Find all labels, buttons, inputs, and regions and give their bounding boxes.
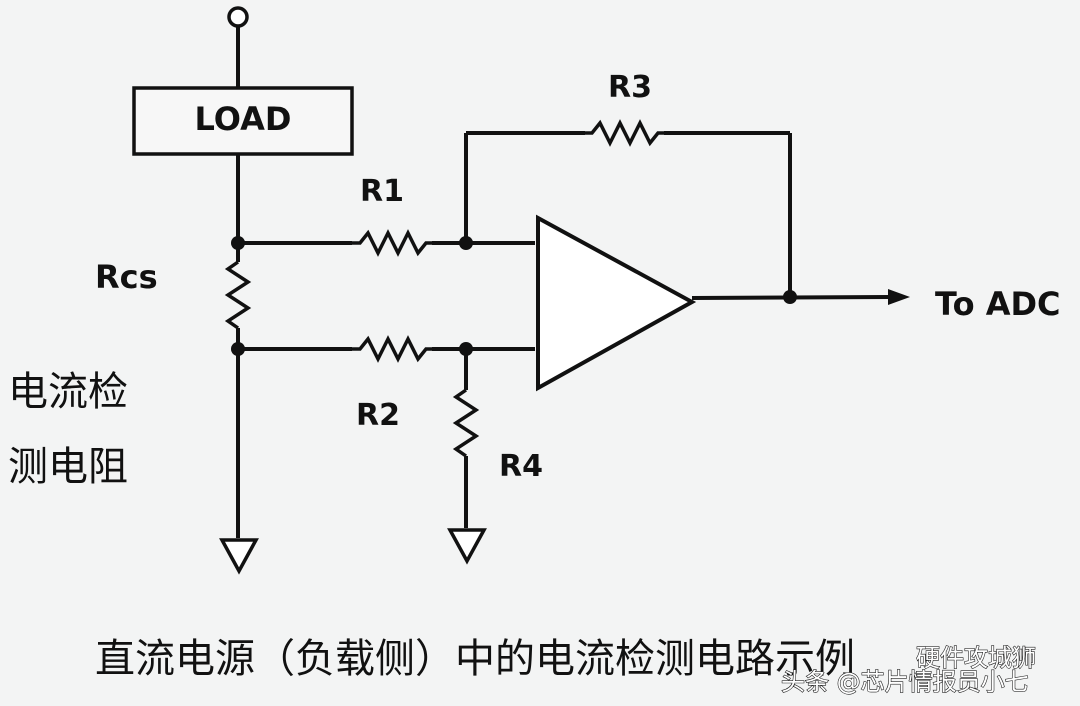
op-amp bbox=[536, 214, 697, 392]
figure-caption: 直流电源（负载侧）中的电流检测电路示例 bbox=[95, 636, 855, 682]
sense-resistor-label-line1: 电流检 bbox=[8, 369, 128, 415]
junction-dot bbox=[783, 290, 797, 304]
r2-label: R2 bbox=[356, 398, 400, 433]
ground-symbol-left bbox=[219, 538, 259, 575]
watermark-left: 头条 @芯片情报员小七 bbox=[781, 668, 1029, 696]
r3-label: R3 bbox=[608, 70, 652, 105]
ground-symbol-right bbox=[447, 528, 487, 565]
output-arrowhead bbox=[888, 289, 910, 305]
junction-dot bbox=[231, 236, 245, 250]
r4-label: R4 bbox=[499, 449, 543, 484]
r2-resistor bbox=[352, 335, 432, 363]
load-label: LOAD bbox=[195, 100, 292, 138]
sense-resistor-label-line2: 测电阻 bbox=[8, 444, 128, 490]
rcs-resistor bbox=[224, 243, 252, 349]
r4-resistor bbox=[452, 349, 480, 528]
junction-dot bbox=[231, 342, 245, 356]
load-block: LOAD bbox=[132, 86, 354, 156]
r1-resistor bbox=[352, 229, 432, 257]
junction-dot bbox=[459, 342, 473, 356]
rcs-label: Rcs bbox=[95, 258, 158, 296]
r3-resistor bbox=[585, 119, 664, 147]
supply-terminal bbox=[227, 6, 249, 28]
r1-label: R1 bbox=[360, 174, 404, 209]
output-label: To ADC bbox=[935, 285, 1061, 323]
junction-dot bbox=[459, 236, 473, 250]
watermark-right: 硬件攻城狮 bbox=[916, 644, 1036, 672]
